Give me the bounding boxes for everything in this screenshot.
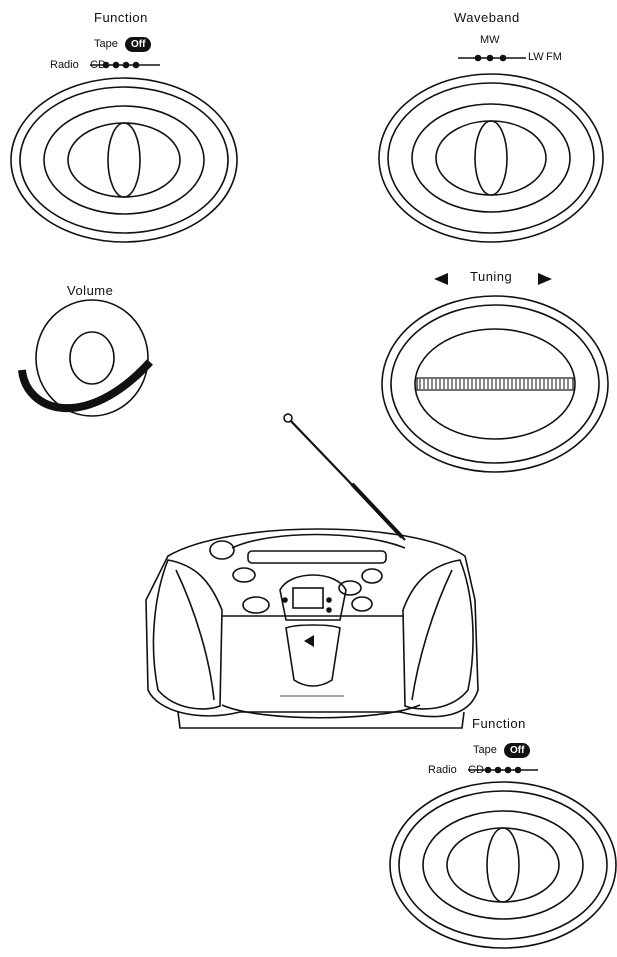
function-slider-top[interactable] — [90, 61, 160, 69]
function-cd-label-bottom: CD — [468, 764, 484, 776]
waveband-slider[interactable] — [458, 54, 526, 62]
volume-knob[interactable] — [35, 299, 149, 417]
function-title-bottom: Function — [472, 716, 526, 731]
waveband-lw-label: LW — [528, 51, 544, 63]
waveband-knob[interactable] — [378, 73, 604, 243]
cassette-eject-icon — [304, 635, 314, 647]
function-radio-label-top: Radio — [50, 59, 79, 71]
tuning-right-arrow-icon[interactable] — [538, 273, 552, 285]
waveband-fm-label: FM — [546, 51, 562, 63]
waveband-title: Waveband — [454, 10, 520, 25]
volume-arc — [18, 359, 153, 413]
function-knob-bottom[interactable] — [389, 781, 617, 949]
waveband-mw-label: MW — [480, 34, 500, 46]
function-tape-label-bottom: Tape — [473, 744, 497, 756]
function-radio-label-bottom: Radio — [428, 764, 457, 776]
function-cd-label-top: CD — [90, 59, 106, 71]
function-off-badge-top: Off — [125, 37, 152, 52]
function-title-top: Function — [94, 10, 148, 25]
tuning-scale — [419, 379, 569, 389]
tuning-left-arrow-icon[interactable] — [434, 273, 448, 285]
function-knob-top[interactable] — [10, 77, 238, 243]
function-off-badge-bottom: Off — [504, 743, 531, 758]
antenna — [283, 413, 406, 541]
volume-title: Volume — [67, 283, 114, 298]
boombox — [145, 528, 479, 729]
function-slider-bottom[interactable] — [468, 766, 538, 774]
tuning-title: Tuning — [470, 269, 513, 284]
function-tape-label-top: Tape — [94, 38, 118, 50]
tuning-dial[interactable] — [381, 295, 609, 473]
